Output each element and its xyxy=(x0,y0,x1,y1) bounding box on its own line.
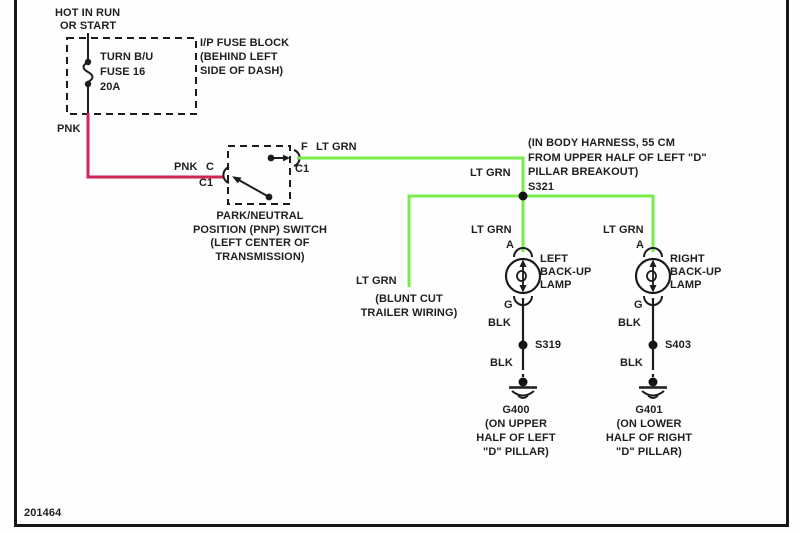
splice-s321-note: (IN BODY HARNESS, 55 CM FROM UPPER HALF … xyxy=(528,137,707,193)
left-lamp-terminal-g-label: G xyxy=(504,299,513,311)
right-lamp-terminal-g-label: G xyxy=(634,299,643,311)
ltgrn-wire-main xyxy=(297,156,525,252)
trailer-note: (BLUNT CUT TRAILER WIRING) xyxy=(360,293,458,319)
splice-s321-label: S321 xyxy=(528,180,555,193)
right-lamp-name: RIGHT BACK-UP LAMP xyxy=(670,253,722,291)
pnp-switch-box xyxy=(227,145,291,205)
ground-g401-icon xyxy=(639,377,667,399)
pnp-switch-symbol xyxy=(222,145,301,205)
fuse-name-label: TURN B/U xyxy=(100,51,154,63)
terminal-c-label: C xyxy=(206,161,215,173)
connector-c1-out-label: C1 xyxy=(295,163,310,175)
blk-wire-label-right-1: BLK xyxy=(618,317,641,329)
ltgrn-wire-trailer-branch xyxy=(407,194,523,287)
pnk-wire-label-1: PNK xyxy=(57,123,81,135)
switch-out-arrow xyxy=(283,154,290,162)
left-backup-lamp-symbol xyxy=(504,247,542,399)
ltgrn-wire-right-branch xyxy=(523,194,655,252)
fuse-element-icon xyxy=(82,61,94,83)
fuse-block-box xyxy=(66,37,197,115)
right-backup-lamp-symbol xyxy=(634,247,672,399)
ltgrn-wire-label-2: LT GRN xyxy=(470,167,511,179)
fuse-rating-label: 20A xyxy=(100,81,121,93)
ground-g401-note: G401 (ON LOWER HALF OF RIGHT "D" PILLAR) xyxy=(579,403,719,459)
pnp-switch-name: PARK/NEUTRAL POSITION (PNP) SWITCH (LEFT… xyxy=(192,210,328,263)
pnk-wire xyxy=(86,113,224,179)
ground-g400-label: G400 xyxy=(502,404,530,416)
left-lamp-name: LEFT BACK-UP LAMP xyxy=(540,253,592,291)
diagram-id: 201464 xyxy=(24,507,62,519)
hot-in-run-label: HOT IN RUN xyxy=(55,7,121,19)
connector-c1-in-label: C1 xyxy=(199,177,214,189)
ground-g400-note: G400 (ON UPPER HALF OF LEFT "D" PILLAR) xyxy=(446,403,586,459)
pnk-wire-label-2: PNK xyxy=(174,161,198,173)
blk-wire-label-left-1: BLK xyxy=(488,317,511,329)
fuse-block-loc2-label: SIDE OF DASH) xyxy=(200,65,284,77)
ltgrn-wire-label-right-lamp: LT GRN xyxy=(603,224,644,236)
blk-wire-label-right-2: BLK xyxy=(620,357,643,369)
blk-wire-label-left-2: BLK xyxy=(490,357,513,369)
switch-arm-arrow xyxy=(232,176,242,184)
ground-g401-label: G401 xyxy=(635,404,663,416)
ltgrn-wire-label-left-lamp: LT GRN xyxy=(471,224,512,236)
left-lamp-terminal-a-label: A xyxy=(506,239,515,251)
or-start-label: OR START xyxy=(60,20,117,32)
terminal-f-label: F xyxy=(301,141,308,153)
fuse-block-loc1-label: (BEHIND LEFT xyxy=(200,51,278,63)
splice-s403-label: S403 xyxy=(665,339,692,351)
ground-g400-icon xyxy=(509,377,537,399)
fuse-circuit xyxy=(66,33,197,115)
right-lamp-terminal-a-label: A xyxy=(636,239,645,251)
ltgrn-wire-label-1: LT GRN xyxy=(316,141,357,153)
splice-s321-dot xyxy=(518,191,528,201)
connector-c1-in-icon xyxy=(222,166,230,184)
lt-grn-wires xyxy=(297,156,655,287)
ltgrn-wire-label-trailer: LT GRN xyxy=(356,275,397,287)
splice-s319-label: S319 xyxy=(535,339,562,351)
fuse-number-label: FUSE 16 xyxy=(100,66,146,78)
fuse-block-name-label: I/P FUSE BLOCK xyxy=(200,37,290,49)
page-border-frame xyxy=(14,0,789,527)
